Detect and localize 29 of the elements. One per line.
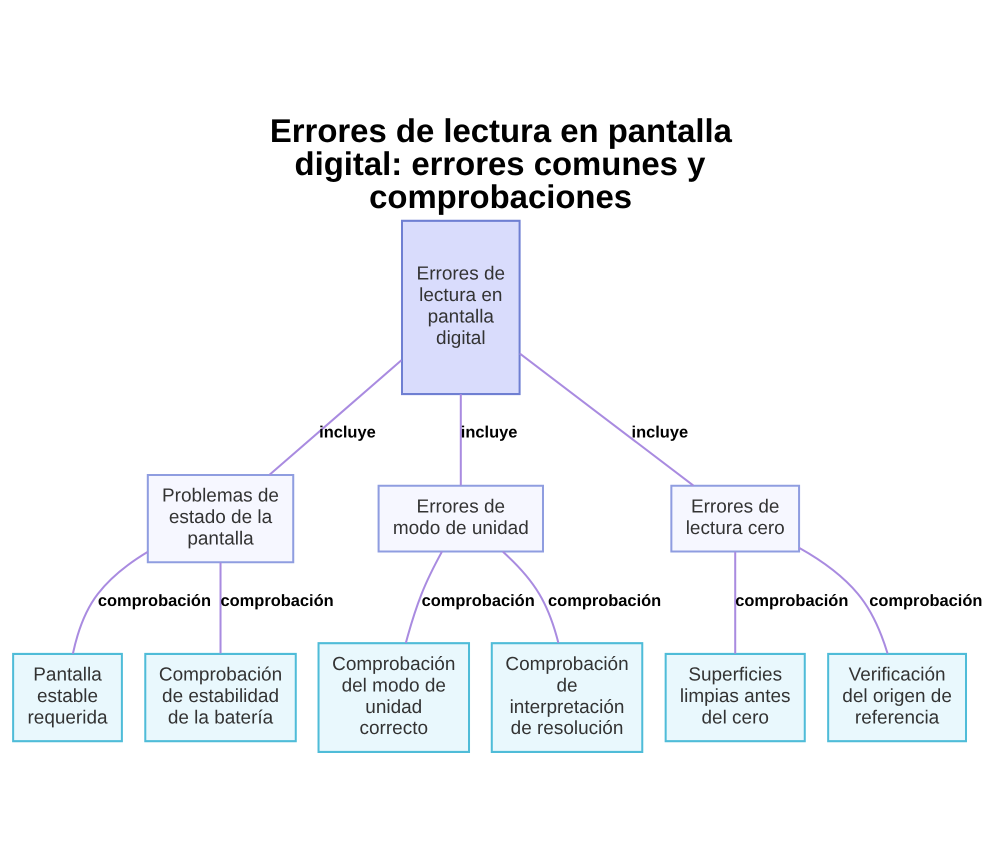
node-box: Superficies limpias antes del cero [664, 652, 806, 742]
diagram-title: Errores de lectura en pantalla digital: errores comunes y comprobaciones [270, 112, 732, 215]
edge-label: comprobación [735, 592, 848, 610]
connector [734, 552, 736, 654]
connector [519, 352, 694, 486]
edge-label: comprobación [869, 592, 982, 610]
connector [404, 551, 443, 644]
edge-label: incluye [460, 424, 518, 442]
node-box: Comprobación de interpretación de resolución [490, 642, 644, 753]
node-box: Errores de modo de unidad [378, 484, 544, 553]
connector [72, 551, 148, 654]
connector [268, 360, 402, 476]
node-box: Errores de lectura en pantalla digital [400, 220, 521, 396]
edge-label: comprobación [548, 592, 662, 610]
edge-label: comprobación [98, 592, 212, 610]
connector [502, 550, 560, 644]
node-box: Verificación del origen de referencia [827, 652, 968, 742]
connector [798, 547, 889, 654]
node-box: Errores de lectura cero [670, 484, 800, 553]
connector [460, 394, 462, 486]
edge-label: incluye [319, 424, 376, 442]
node-box: Comprobación de estabilidad de la batería [144, 652, 297, 742]
edge-label: incluye [632, 424, 688, 442]
node-box: Problemas de estado de la pantalla [146, 474, 294, 564]
edge-label: comprobación [220, 592, 334, 610]
connector [220, 562, 222, 654]
node-box: Pantalla estable requerida [12, 652, 123, 742]
node-box: Comprobación del modo de unidad correcto [318, 642, 470, 753]
edge-label: comprobación [422, 592, 535, 610]
